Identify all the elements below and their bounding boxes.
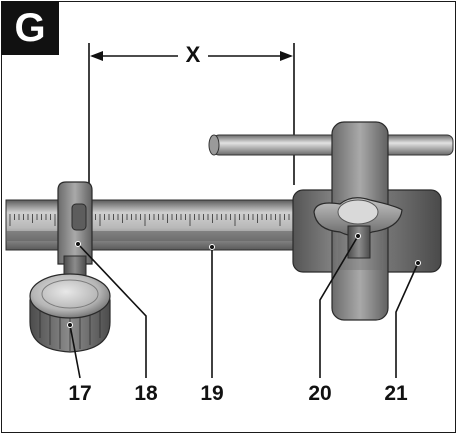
dimension-x: [88, 43, 295, 185]
scale-rod: [5, 199, 307, 251]
leader-18: [77, 243, 147, 378]
locking-knob: [29, 273, 111, 353]
leader-21: [395, 262, 419, 378]
depth-stop-sleeve: [57, 181, 93, 281]
callout-21: 21: [384, 382, 408, 405]
figure-letter-badge: G: [1, 1, 59, 55]
leader-17: [69, 324, 81, 379]
upper-guide-rod: [208, 134, 454, 156]
callout-leaders: [69, 235, 419, 379]
callout-17: 17: [68, 382, 92, 405]
wing-screw: [313, 197, 403, 259]
callout-20: 20: [308, 382, 332, 405]
callout-19: 19: [200, 382, 224, 405]
dimension-arrow-left: [90, 51, 103, 61]
dimension-x-label: X: [178, 42, 208, 68]
callout-18: 18: [134, 382, 158, 405]
dimension-arrow-right: [280, 51, 293, 61]
leader-20: [319, 235, 359, 378]
